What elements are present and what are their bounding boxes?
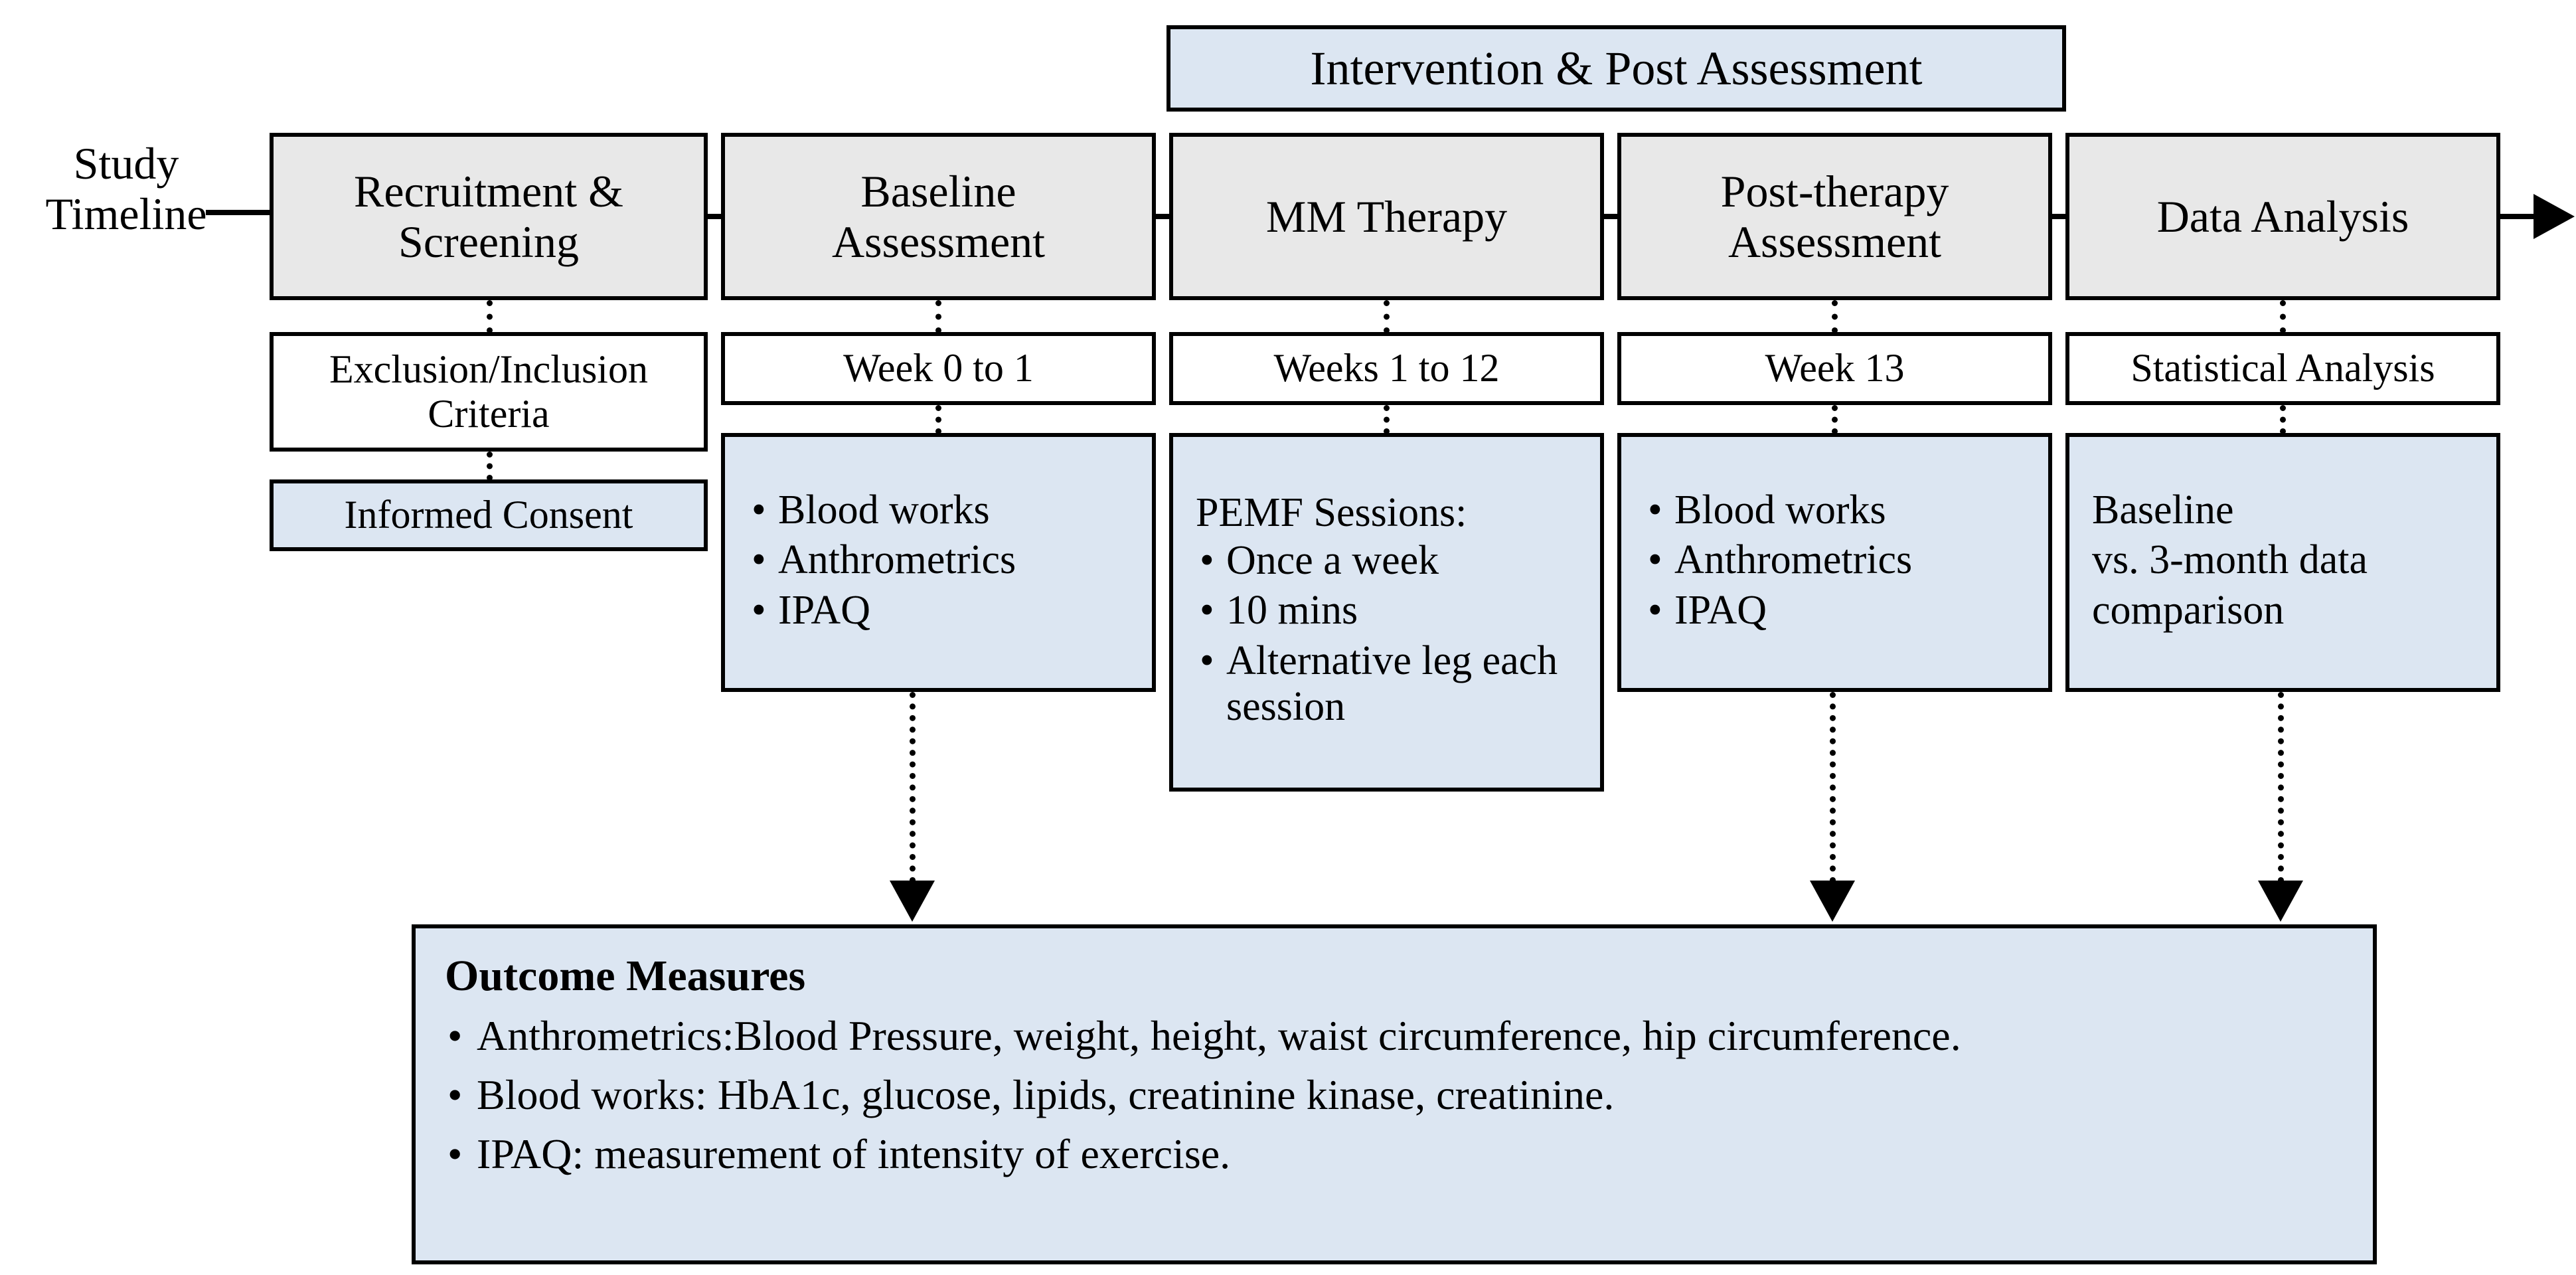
post-week-label: Week 13 <box>1765 346 1905 390</box>
timeline-side-label: Study Timeline <box>20 138 232 239</box>
outcome-measures-title: Outcome Measures <box>445 952 806 1000</box>
timeline-exit-connector <box>2496 214 2536 219</box>
mm-details-list: PEMF Sessions: Once a week 10 mins Alter… <box>1173 490 1600 734</box>
timeline-entry-connector <box>206 210 272 215</box>
arrow-baseline-to-outcome <box>890 881 935 922</box>
connector-baseline-to-week <box>935 300 941 333</box>
criteria-line1: Exclusion/Inclusion <box>329 347 648 391</box>
post-details-list: Blood works Anthrometrics IPAQ <box>1621 487 2048 638</box>
stage-title-line2: Assessment <box>1728 216 1942 267</box>
stage-box-recruitment-screening[interactable]: Recruitment & Screening <box>270 133 708 300</box>
stage-title-line2: Screening <box>398 216 579 267</box>
stage-title-line1: Recruitment & <box>353 165 623 216</box>
arrow-post-to-outcome <box>1810 881 1855 922</box>
baseline-week-box[interactable]: Week 0 to 1 <box>721 332 1156 405</box>
list-item: vs. 3-month data <box>2092 537 2368 583</box>
connector-data-week-to-details <box>2280 405 2286 434</box>
baseline-week-label: Week 0 to 1 <box>843 346 1034 390</box>
informed-consent-box[interactable]: Informed Consent <box>270 479 708 551</box>
outcome-item: Anthrometrics:Blood Pressure, weight, he… <box>445 1011 2346 1062</box>
mm-week-label: Weeks 1 to 12 <box>1273 346 1500 390</box>
stage-connector-4-5 <box>2049 214 2069 219</box>
connector-data-to-week <box>2280 300 2286 333</box>
list-item: IPAQ <box>1644 588 2048 634</box>
connector-recruitment-to-criteria <box>487 300 493 333</box>
stage-title-line1: Post-therapy <box>1720 165 1949 216</box>
data-analysis-details-box[interactable]: Baseline vs. 3-month data comparison <box>2065 433 2500 692</box>
post-details-box[interactable]: Blood works Anthrometrics IPAQ <box>1617 433 2052 692</box>
list-item: Baseline <box>2092 487 2234 533</box>
list-item: Blood works <box>748 487 1152 534</box>
exclusion-inclusion-criteria-box[interactable]: Exclusion/Inclusion Criteria <box>270 332 708 452</box>
list-item: Alternative leg each session <box>1196 638 1600 730</box>
connector-post-to-week <box>1832 300 1838 333</box>
connector-mm-to-week <box>1384 300 1390 333</box>
stage-box-mm-therapy[interactable]: MM Therapy <box>1169 133 1604 300</box>
stage-connector-1-2 <box>704 214 725 219</box>
baseline-details-box[interactable]: Blood works Anthrometrics IPAQ <box>721 433 1156 692</box>
outcome-item: Blood works: HbA1c, glucose, lipids, cre… <box>445 1070 2346 1121</box>
stage-box-baseline-assessment[interactable]: Baseline Assessment <box>721 133 1156 300</box>
stage-title-line1: Baseline <box>860 165 1016 216</box>
stage-title-line1: MM Therapy <box>1265 191 1508 242</box>
banner-label: Intervention & Post Assessment <box>1310 41 1923 95</box>
timeline-label-line1: Study <box>73 138 179 189</box>
outcome-item: IPAQ: measurement of intensity of exerci… <box>445 1129 2346 1180</box>
informed-consent-label: Informed Consent <box>344 493 633 537</box>
data-analysis-week-label: Statistical Analysis <box>2131 346 2435 390</box>
mm-details-box[interactable]: PEMF Sessions: Once a week 10 mins Alter… <box>1169 433 1604 792</box>
list-item: Anthrometrics <box>1644 537 2048 584</box>
pemf-sessions-header: PEMF Sessions: <box>1196 490 1467 536</box>
connector-post-week-to-details <box>1832 405 1838 434</box>
post-week-box[interactable]: Week 13 <box>1617 332 2052 405</box>
connector-post-to-outcome <box>1830 692 1836 883</box>
list-item: 10 mins <box>1196 588 1600 634</box>
timeline-label-line2: Timeline <box>45 189 207 240</box>
stage-box-data-analysis[interactable]: Data Analysis <box>2065 133 2500 300</box>
list-item: Blood works <box>1644 487 2048 534</box>
arrow-timeline-continues <box>2534 194 2575 239</box>
stage-connector-3-4 <box>1601 214 1621 219</box>
outcome-measures-box[interactable]: Outcome Measures Anthrometrics:Blood Pre… <box>412 924 2377 1264</box>
baseline-details-list: Blood works Anthrometrics IPAQ <box>725 487 1152 638</box>
data-analysis-details-list: Baseline vs. 3-month data comparison <box>2069 487 2496 638</box>
list-item: Anthrometrics <box>748 537 1152 584</box>
connector-mm-week-to-details <box>1384 405 1390 434</box>
data-analysis-week-box[interactable]: Statistical Analysis <box>2065 332 2500 405</box>
intervention-post-assessment-banner: Intervention & Post Assessment <box>1167 25 2066 112</box>
list-item: Once a week <box>1196 538 1600 584</box>
list-item: comparison <box>2092 587 2285 633</box>
connector-baseline-to-outcome <box>910 692 916 883</box>
arrow-data-to-outcome <box>2258 881 2303 922</box>
stage-title-line1: Data Analysis <box>2156 191 2409 242</box>
connector-baseline-week-to-details <box>935 405 941 434</box>
stage-box-post-therapy-assessment[interactable]: Post-therapy Assessment <box>1617 133 2052 300</box>
connector-data-to-outcome <box>2278 692 2284 883</box>
stage-connector-2-3 <box>1153 214 1172 219</box>
stage-title-line2: Assessment <box>831 216 1046 267</box>
list-item: IPAQ <box>748 588 1152 634</box>
mm-week-box[interactable]: Weeks 1 to 12 <box>1169 332 1604 405</box>
connector-criteria-to-consent <box>487 452 493 481</box>
criteria-line2: Criteria <box>428 392 550 436</box>
